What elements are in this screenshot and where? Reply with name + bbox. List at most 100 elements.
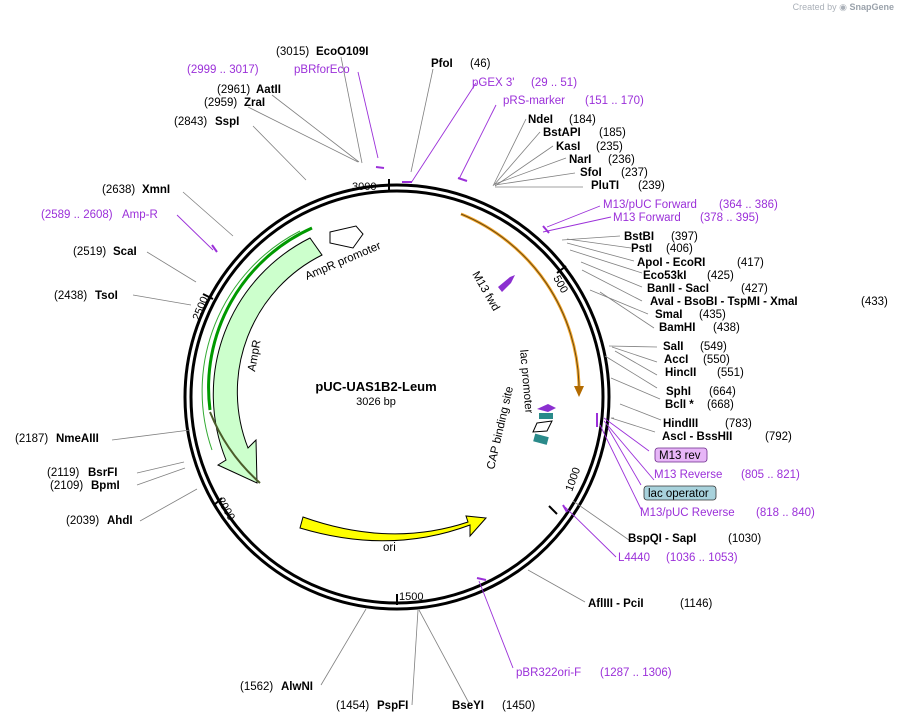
m13-rev-primer — [537, 404, 556, 412]
site-pos-sfoi: (237) — [621, 167, 648, 179]
site-name-acci: AccI — [664, 354, 688, 366]
site-name-banii-saci: BanII - SacI — [647, 283, 709, 295]
site-name-scai: ScaI — [113, 246, 137, 258]
credit-prefix: Created by — [792, 2, 837, 12]
m13-arrowhead — [574, 386, 584, 397]
site-name-bcli: BclI * — [665, 399, 694, 411]
tick-1500: 1500 — [399, 591, 423, 603]
ori-arrow — [299, 515, 488, 542]
site-name-aatii: AatII — [256, 84, 281, 96]
ampr-guide — [201, 230, 301, 451]
site-pos-pfoi: (46) — [470, 58, 491, 70]
site-name-pfoi: PfoI — [431, 58, 453, 70]
site-pos-pspfi: (1454) — [336, 700, 369, 712]
site-pos-bstapi: (185) — [599, 127, 626, 139]
site-pos-asci-bsshii: (792) — [765, 431, 792, 443]
site-pos-aatii: (2961) — [217, 84, 250, 96]
primer-marks — [211, 166, 598, 581]
site-name-bamhi: BamHI — [659, 322, 695, 334]
site-pos-sali: (549) — [700, 341, 727, 353]
m13-fwd-label: M13 fwd — [469, 270, 501, 314]
site-name-lac-operator: lac operator — [648, 488, 709, 500]
m13-fwd-primer — [498, 275, 515, 292]
site-pos-ahdi: (2039) — [66, 515, 99, 527]
site-pos-nari: (236) — [608, 154, 635, 166]
site-pos-bseyi: (1450) — [502, 700, 535, 712]
site-name-pbrforeco: pBRforEco — [294, 64, 350, 76]
site-pos-ampr: (2589 .. 2608) — [41, 209, 113, 221]
site-pos-prs-marker: (151 .. 170) — [585, 95, 644, 107]
site-name-tsoi: TsoI — [95, 290, 118, 302]
site-name-hindiii: HindIII — [663, 418, 698, 430]
site-pos-afliii-pcii: (1146) — [680, 598, 713, 610]
site-pos-eco53ki: (425) — [707, 270, 734, 282]
site-pos-hindiii: (783) — [725, 418, 752, 430]
site-labels: (3015) EcoO109I (2999 .. 3017) pBRforEco… — [15, 46, 888, 712]
cap-binding-site-label: CAP binding site — [485, 385, 516, 470]
site-pos-m13-reverse: (805 .. 821) — [741, 469, 800, 481]
lac-operator-block — [539, 413, 553, 419]
lac-promoter-label: lac promoter — [517, 349, 535, 414]
site-name-pbr322ori: pBR322ori-F — [516, 667, 581, 679]
primer-leader-lines — [176, 71, 655, 669]
m13-rev-badge — [654, 447, 708, 463]
site-pos-ecoo109i: (3015) — [276, 46, 309, 58]
site-name-afliii-pcii: AflIII - PciI — [588, 598, 644, 610]
site-pos-avai-group: (433) — [861, 296, 888, 308]
site-name-bstbi: BstBI — [624, 231, 654, 243]
site-name-bsrfi: BsrFI — [88, 467, 117, 479]
site-pos-m13puc-forward: (364 .. 386) — [719, 199, 778, 211]
site-pos-pgex3: (29 .. 51) — [531, 77, 577, 89]
site-name-kasi: KasI — [556, 141, 580, 153]
site-pos-zrai: (2959) — [204, 97, 237, 109]
site-pos-scai: (2519) — [73, 246, 106, 258]
site-name-asci-bsshii: AscI - BssHII — [662, 431, 732, 443]
ampr-label: AmpR — [246, 339, 263, 373]
backbone-inner-circle — [189, 189, 605, 605]
site-name-avai-group: AvaI - BsoBI - TspMI - XmaI — [650, 296, 798, 308]
site-name-sspi: SspI — [215, 116, 239, 128]
site-pos-pbrforeco: (2999 .. 3017) — [187, 64, 259, 76]
ori-label: ori — [383, 542, 396, 554]
tick-marks — [202, 179, 567, 605]
site-name-smai: SmaI — [655, 309, 683, 321]
ampr-arc-outer — [207, 226, 313, 411]
site-name-sphi: SphI — [666, 386, 691, 398]
site-pos-banii-saci: (427) — [741, 283, 768, 295]
ampr-arc-end — [209, 411, 261, 484]
site-name-sali: SalI — [663, 341, 683, 353]
lac-promoter-arrow — [532, 420, 553, 433]
site-pos-acci: (550) — [703, 354, 730, 366]
site-pos-bcli: (668) — [707, 399, 734, 411]
site-pos-nmeaiii: (2187) — [15, 433, 48, 445]
tick-3000: 3000 — [352, 181, 376, 193]
site-pos-m13puc-reverse: (818 .. 840) — [756, 507, 815, 519]
site-name-ahdi: AhdI — [107, 515, 133, 527]
site-name-m13puc-reverse: M13/pUC Reverse — [640, 507, 735, 519]
site-name-m13puc-forward: M13/pUC Forward — [603, 199, 697, 211]
site-pos-l4440: (1036 .. 1053) — [666, 552, 738, 564]
site-pos-m13-forward: (378 .. 395) — [700, 212, 759, 224]
site-name-nari: NarI — [569, 154, 591, 166]
site-name-bpmi: BpmI — [91, 480, 120, 492]
site-name-nmeaiii: NmeAIII — [56, 433, 99, 445]
site-name-alwni: AlwNI — [281, 681, 313, 693]
site-name-bspqi-sapi: BspQI - SapI — [628, 533, 696, 545]
site-name-pluti: PluTI — [591, 180, 619, 192]
site-pos-alwni: (1562) — [240, 681, 273, 693]
site-name-l4440: L4440 — [618, 552, 650, 564]
site-pos-hincii: (551) — [717, 367, 744, 379]
site-name-eco53ki: Eco53kI — [643, 270, 686, 282]
site-pos-apoi-ecori: (417) — [737, 257, 764, 269]
site-pos-kasi: (235) — [596, 141, 623, 153]
site-pos-bspqi-sapi: (1030) — [728, 533, 761, 545]
ampr-promoter-arrow — [329, 225, 364, 249]
site-name-ampr: Amp-R — [122, 209, 158, 221]
site-pos-ndei: (184) — [569, 114, 596, 126]
site-pos-xmni: (2638) — [102, 184, 135, 196]
site-pos-sphi: (664) — [709, 386, 736, 398]
site-name-hincii: HincII — [665, 367, 696, 379]
credit-brand: SnapGene — [849, 2, 894, 12]
ampr-arrow-inner — [212, 237, 323, 484]
